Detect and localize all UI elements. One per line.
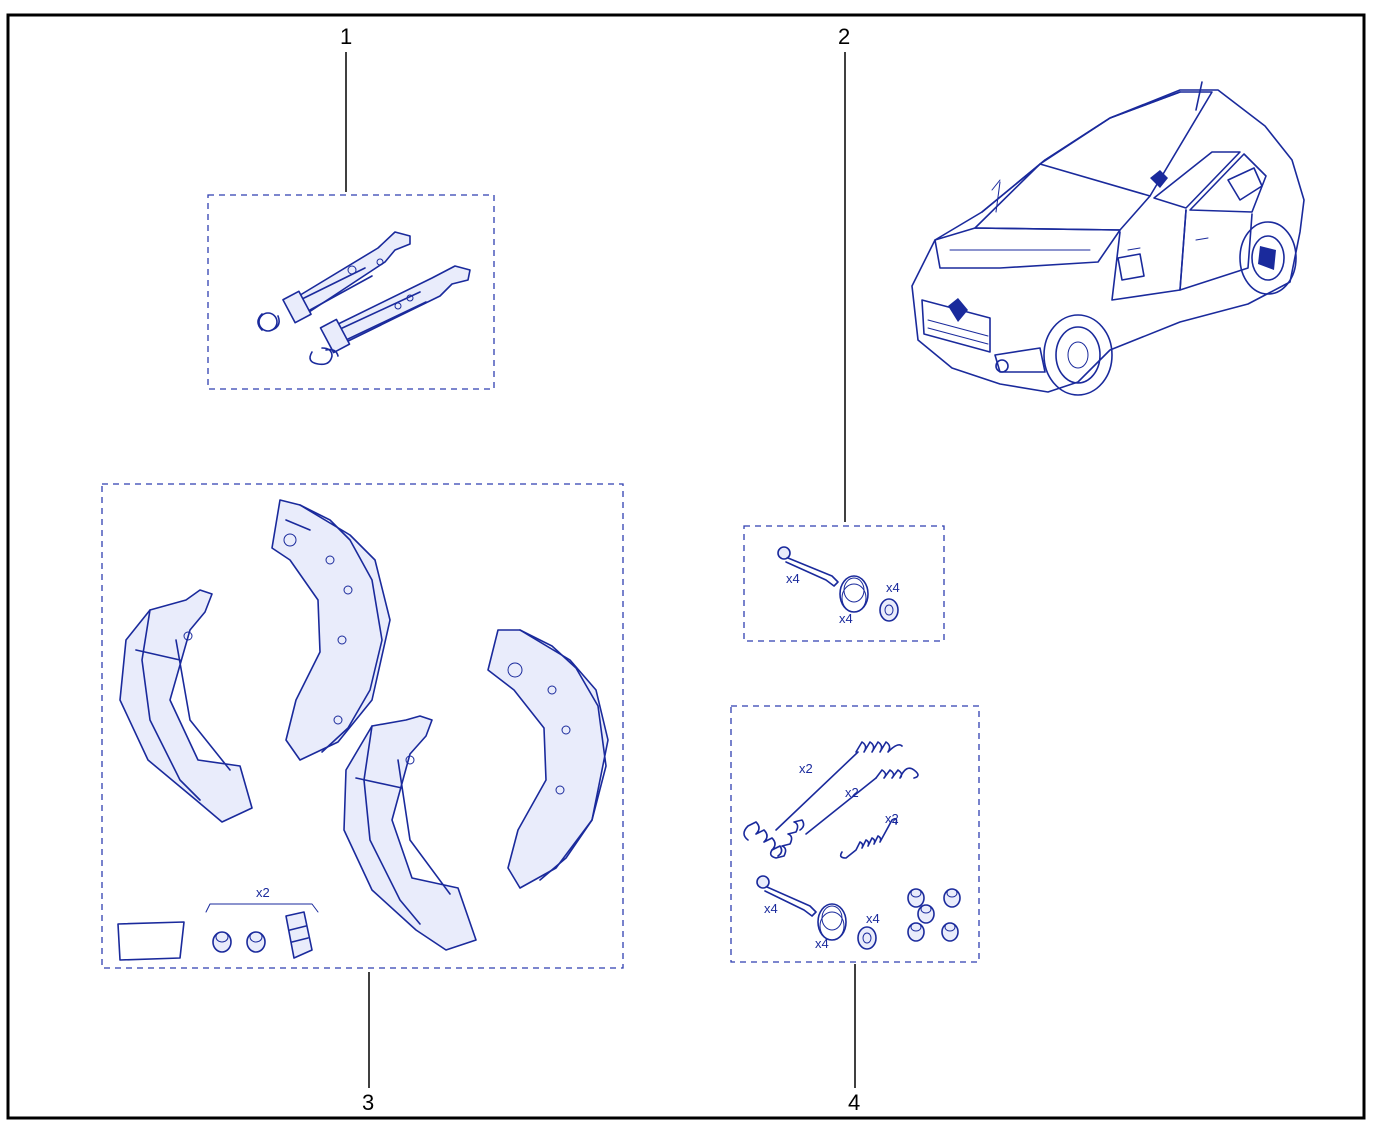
kit-3-small-parts: x2 [205, 885, 319, 959]
callout-1: 1 [340, 24, 352, 49]
kit-2-pin-qty: x4 [786, 571, 800, 586]
adjuster-assembly-icon [257, 231, 471, 366]
kit-4-cup-qty: x4 [866, 911, 880, 926]
kit-3-box [101, 483, 624, 969]
cylinder-seal-icon [285, 911, 313, 959]
kit-4-hold-spring-qty: x4 [815, 936, 829, 951]
kit-4-upper-spring-qty: x2 [799, 761, 813, 776]
kit-2-cup-qty: x4 [886, 580, 900, 595]
kit-1-box [207, 194, 495, 390]
lining-pad-icon [117, 921, 185, 961]
hold-down-pin-icon [777, 546, 839, 587]
spring-cup-icon [857, 926, 877, 950]
hold-down-spring-icon [817, 903, 847, 941]
return-spring-upper-icon [743, 741, 903, 857]
bush-icon [212, 931, 232, 953]
kit-2-spring-qty: x4 [839, 611, 853, 626]
diagram-frame [6, 13, 1366, 1120]
bush-icon [246, 931, 266, 953]
callout-4: 4 [848, 1090, 860, 1115]
kit-3-small-parts-qty: x2 [256, 885, 270, 900]
bush-set-icon [907, 888, 961, 942]
kit-4-lower-spring-qty: x2 [845, 785, 859, 800]
brake-shoe-left-icon [119, 589, 253, 823]
vehicle-illustration [911, 81, 1305, 396]
callout-2: 2 [838, 24, 850, 49]
brake-shoe-right-icon [487, 629, 609, 889]
return-spring-lower-icon [769, 767, 919, 859]
brake-shoe-bottom-icon [343, 715, 477, 951]
small-spring-icon [839, 817, 898, 859]
brake-shoe-top-icon [271, 499, 391, 761]
hold-down-spring-icon [839, 575, 869, 613]
hold-down-pin-icon [756, 875, 817, 917]
kit-4-pin-qty: x4 [764, 901, 778, 916]
kit-4-box [730, 705, 980, 963]
spring-cup-icon [879, 598, 899, 622]
callout-3: 3 [362, 1090, 374, 1115]
kit-4-small-spring-qty: x2 [885, 811, 899, 826]
kit-2-box [743, 525, 945, 642]
